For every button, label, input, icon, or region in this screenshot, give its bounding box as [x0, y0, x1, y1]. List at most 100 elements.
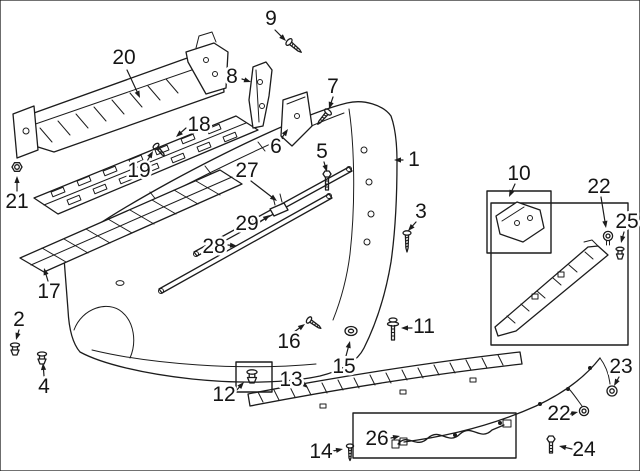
- callout-28: 28: [200, 233, 237, 261]
- callout-arrowhead: [345, 341, 351, 349]
- sensor-23: [606, 385, 618, 397]
- callout-arrowhead: [300, 381, 308, 388]
- callout-11: 11: [401, 313, 437, 341]
- part-number-label: 22: [587, 175, 610, 198]
- screw-9: [285, 37, 302, 53]
- callout-arrowhead: [43, 268, 49, 276]
- callout-leader-line: [616, 376, 620, 381]
- callout-leader-line: [511, 183, 516, 192]
- screw-3: [402, 230, 412, 253]
- part-number-label: 27: [235, 159, 258, 182]
- callout-arrowhead: [392, 434, 400, 441]
- callout-25: 25: [613, 208, 640, 243]
- callout-21: 21: [3, 176, 31, 216]
- callout-14: 14: [307, 438, 343, 466]
- part-number-label: 23: [609, 355, 632, 378]
- part-bracket-plate: [280, 91, 313, 147]
- screw-16: [305, 316, 322, 329]
- grommet-15: [344, 325, 358, 337]
- callout-leader-line: [323, 161, 326, 166]
- callout-23: 23: [607, 353, 635, 386]
- callout-arrowhead: [229, 242, 237, 248]
- part-number-label: 5: [316, 140, 328, 163]
- part-mount-bracket: [495, 201, 545, 243]
- part-number-label: 21: [5, 190, 28, 213]
- part-number-label: 3: [415, 200, 427, 223]
- callout-arrowhead: [40, 363, 47, 371]
- callout-leader-line: [565, 446, 573, 450]
- callout-leader-line: [145, 156, 151, 164]
- part-number-label: 19: [127, 159, 150, 182]
- callout-arrowhead: [15, 332, 21, 340]
- callout-16: 16: [275, 324, 305, 356]
- part-number-label: 26: [365, 427, 388, 450]
- callout-arrowhead: [335, 447, 343, 453]
- callout-leader-line: [250, 180, 273, 198]
- callout-arrowhead: [147, 151, 153, 159]
- callout-arrowhead: [328, 101, 334, 109]
- part-number-label: 25: [615, 210, 638, 233]
- callout-20: 20: [110, 44, 140, 98]
- part-number-label: 9: [265, 7, 277, 30]
- nut-21: [11, 162, 23, 172]
- callout-5: 5: [314, 138, 330, 172]
- sensor-22-lower: [578, 405, 590, 417]
- callout-22: 22: [585, 173, 613, 228]
- callout-10: 10: [505, 160, 533, 197]
- part-number-label: 6: [270, 135, 282, 158]
- callout-6: 6: [268, 129, 288, 161]
- callout-leader-line: [332, 449, 337, 452]
- box-clip-group: [235, 361, 273, 393]
- callout-3: 3: [408, 198, 429, 231]
- callout-arrowhead: [176, 130, 183, 137]
- callout-2: 2: [11, 306, 27, 340]
- part-side-bracket: [248, 61, 273, 129]
- part-energy-absorber: [33, 115, 259, 215]
- part-sensor-harness: [399, 357, 611, 446]
- callout-leader-line: [345, 347, 349, 357]
- box-step-pad-group: [490, 202, 629, 346]
- bolt-11: [386, 317, 400, 341]
- bolt-19: [152, 142, 166, 157]
- callout-arrowhead: [14, 176, 20, 183]
- callout-29: 29: [233, 210, 270, 238]
- callout-leader-line: [600, 196, 606, 222]
- callout-18: 18: [176, 111, 213, 139]
- callout-arrowhead: [322, 164, 328, 172]
- callout-7: 7: [325, 73, 341, 109]
- callout-arrowhead: [602, 220, 608, 228]
- part-number-label: 15: [332, 355, 355, 378]
- part-number-label: 1: [408, 148, 420, 171]
- callout-leader-line: [234, 386, 240, 393]
- clip-12: [246, 369, 258, 384]
- part-number-label: 24: [572, 438, 596, 461]
- part-number-label: 14: [309, 440, 333, 463]
- callout-leader-line: [274, 29, 282, 37]
- box-bracket-group: [486, 190, 552, 254]
- callout-15: 15: [330, 341, 358, 381]
- part-number-label: 4: [38, 375, 50, 398]
- callout-arrowhead: [408, 224, 415, 231]
- callout-12: 12: [210, 381, 244, 409]
- bolt-24: [546, 435, 556, 454]
- callout-arrowhead: [570, 411, 578, 417]
- callout-arrowhead: [297, 324, 305, 331]
- callout-leader-line: [45, 274, 49, 282]
- part-number-label: 7: [327, 75, 339, 98]
- part-number-label: 10: [507, 162, 530, 185]
- bolt-5: [322, 170, 332, 191]
- callout-arrowhead: [281, 129, 288, 137]
- part-foam-absorber: [19, 169, 243, 273]
- callout-27: 27: [233, 157, 277, 201]
- part-number-label: 29: [235, 212, 258, 235]
- callout-arrowhead: [237, 382, 244, 389]
- callout-leader-line: [622, 231, 625, 237]
- part-number-label: 13: [279, 368, 302, 391]
- callout-leader-line: [412, 221, 417, 227]
- callout-arrowhead: [401, 325, 408, 331]
- callout-arrowhead: [262, 215, 270, 222]
- callout-26: 26: [363, 425, 400, 453]
